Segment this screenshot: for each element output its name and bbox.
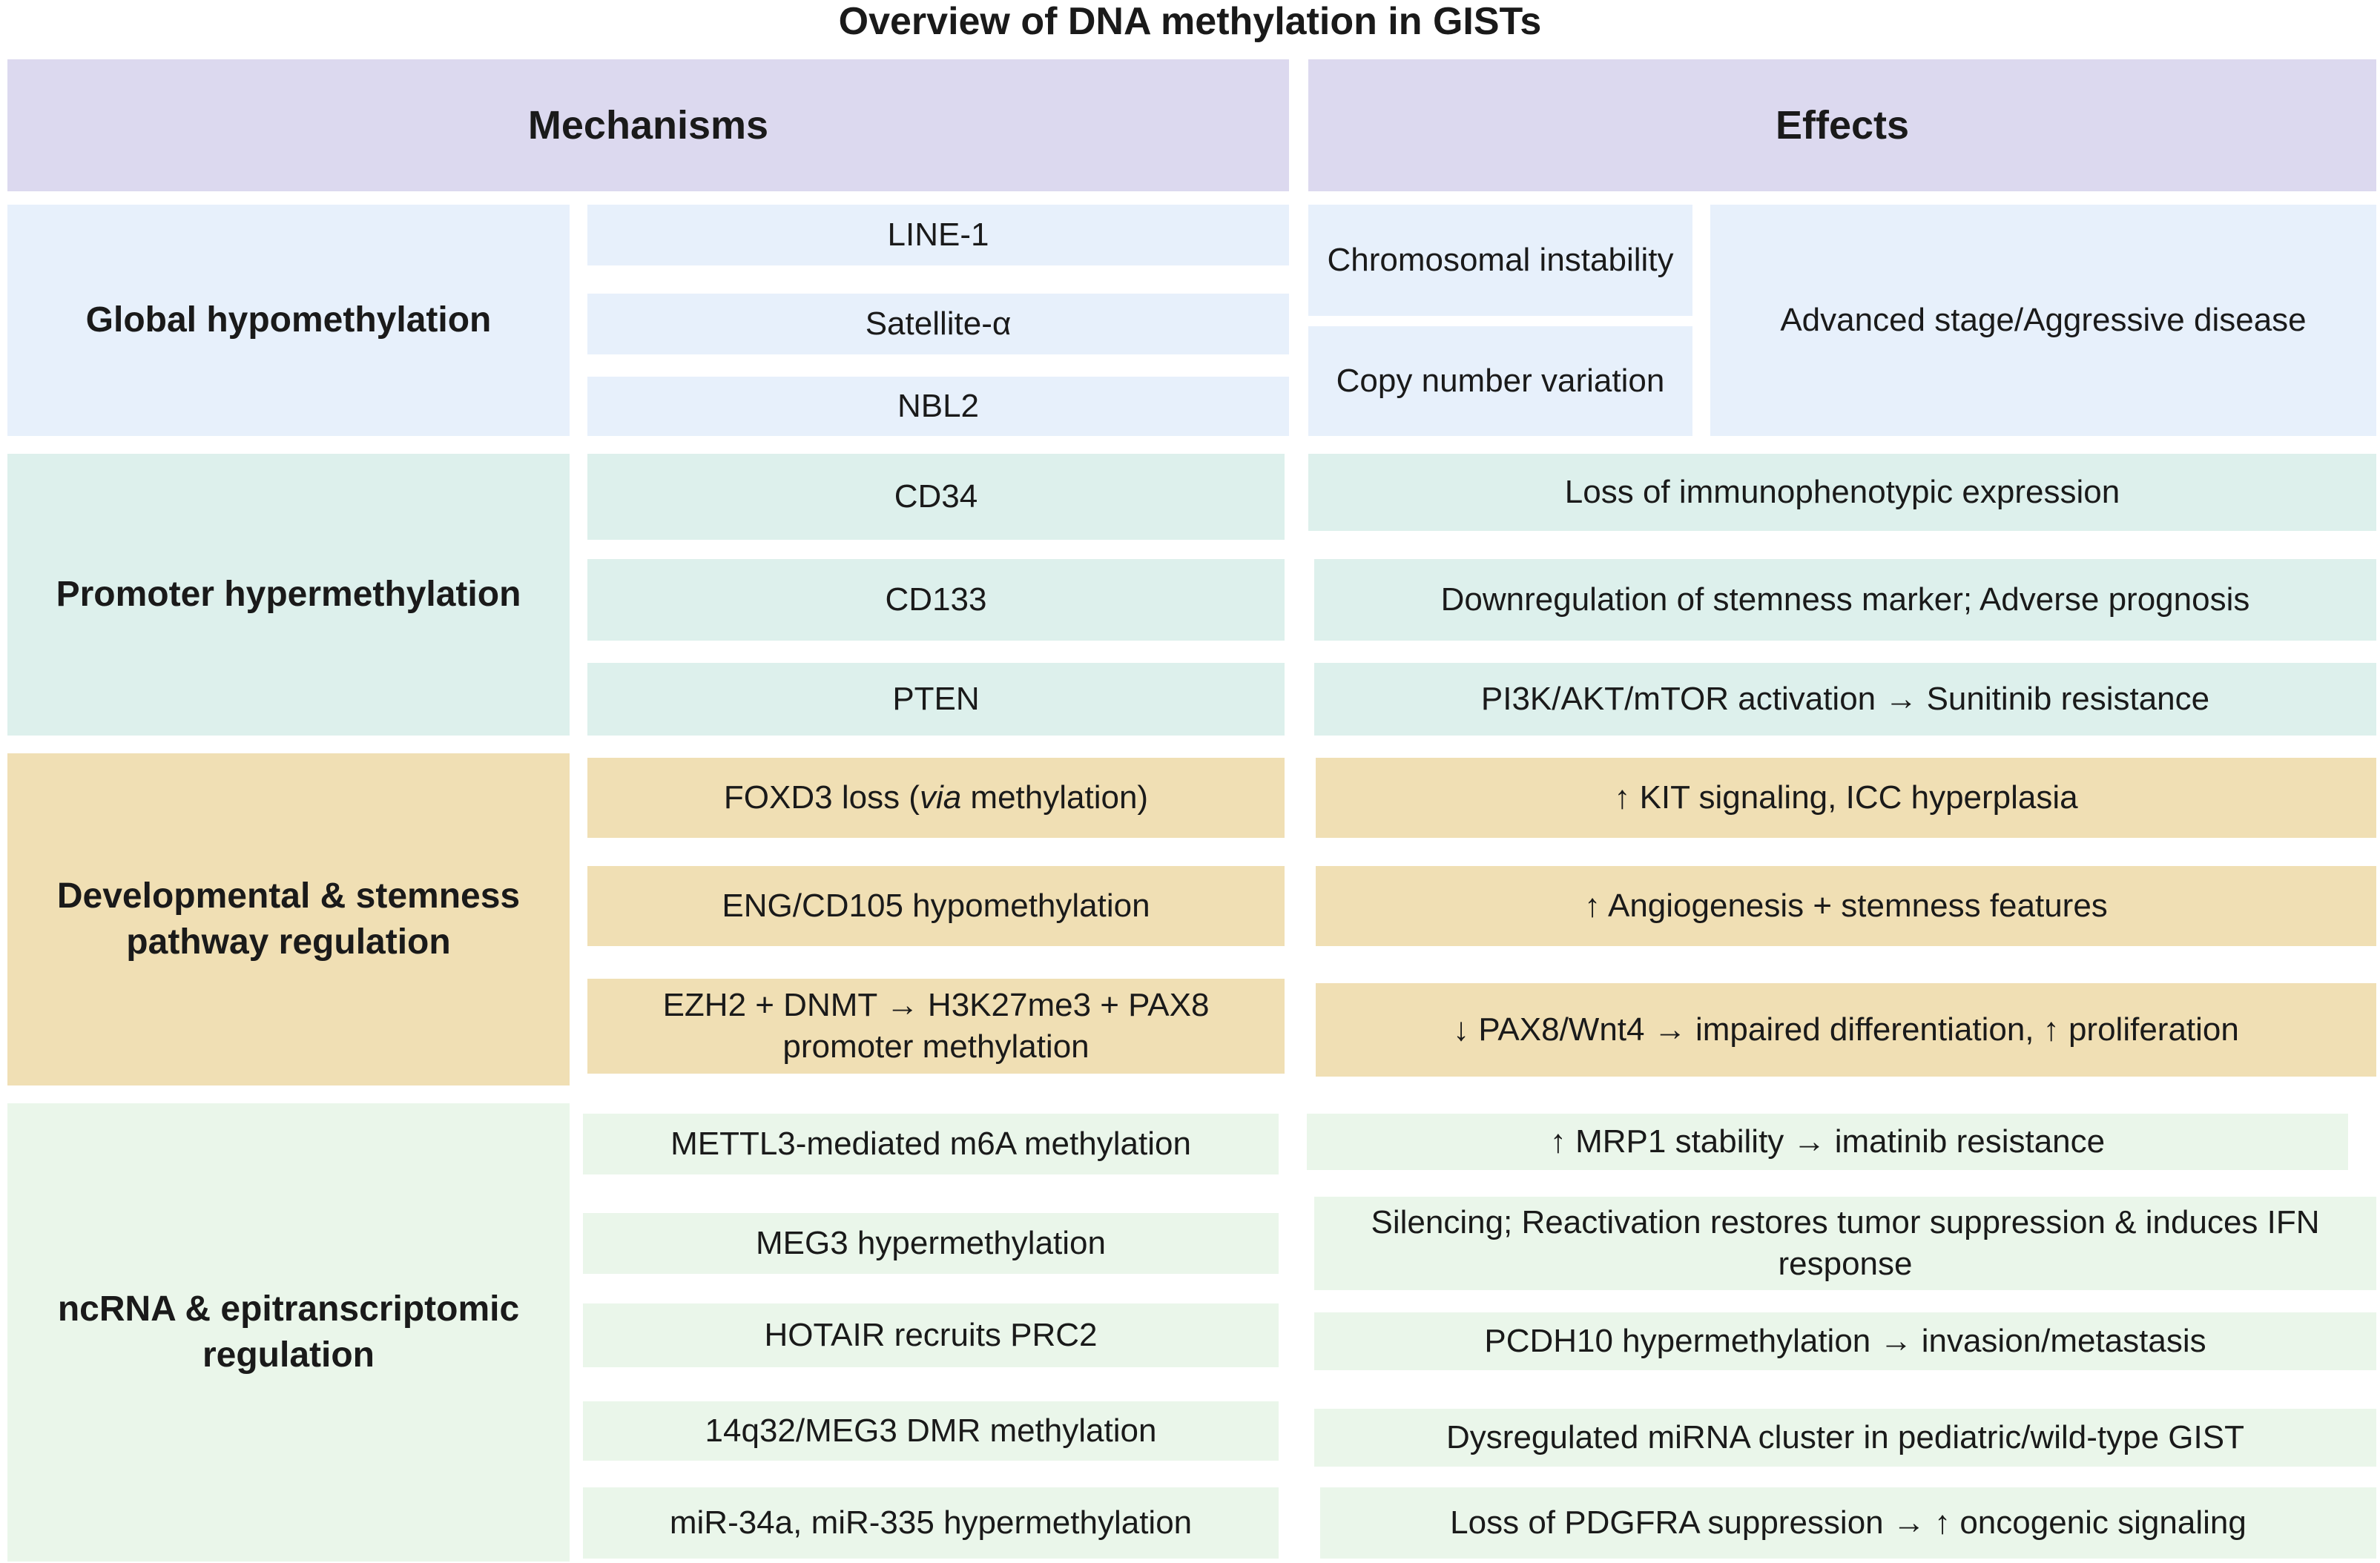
mechanism-cd34: CD34: [587, 454, 1285, 540]
category-global-hypomethylation: Global hypomethylation: [7, 205, 570, 436]
header-effects: Effects: [1308, 59, 2376, 191]
mechanism-mettl3: METTL3-mediated m6A methylation: [583, 1114, 1279, 1174]
category-ncrna-epitranscriptomic: ncRNA & epitranscriptomic regulation: [7, 1103, 570, 1562]
mechanism-mir34a-mir335: miR-34a, miR-335 hypermethylation: [583, 1487, 1279, 1559]
effect-chromosomal-instability: Chromosomal instability: [1308, 205, 1692, 316]
mechanism-foxd3-prefix: FOXD3 loss (: [723, 779, 920, 816]
effect-kit-signaling: ↑ KIT signaling, ICC hyperplasia: [1316, 758, 2376, 838]
effect-stemness-downregulation: Downregulation of stemness marker; Adver…: [1314, 559, 2376, 641]
category-developmental-stemness: Developmental & stemness pathway regulat…: [7, 753, 570, 1085]
mechanism-ezh2-dnmt: EZH2 + DNMT → H3K27me3 + PAX8 promoter m…: [587, 979, 1285, 1074]
mechanism-nbl2: NBL2: [587, 377, 1289, 436]
mechanism-pten: PTEN: [587, 663, 1285, 736]
category-promoter-hypermethylation: Promoter hypermethylation: [7, 454, 570, 736]
mechanism-14q32-meg3: 14q32/MEG3 DMR methylation: [583, 1401, 1279, 1461]
mechanism-hotair: HOTAIR recruits PRC2: [583, 1303, 1279, 1367]
effect-angiogenesis: ↑ Angiogenesis + stemness features: [1316, 866, 2376, 946]
effect-pcdh10: PCDH10 hypermethylation → invasion/metas…: [1314, 1312, 2376, 1370]
effect-pax8-wnt4: ↓ PAX8/Wnt4 → impaired differentiation, …: [1316, 983, 2376, 1077]
effect-loss-immunophenotypic: Loss of immunophenotypic expression: [1308, 454, 2376, 531]
header-mechanisms: Mechanisms: [7, 59, 1289, 191]
effect-mrp1-stability: ↑ MRP1 stability → imatinib resistance: [1307, 1114, 2348, 1170]
effect-mirna-cluster: Dysregulated miRNA cluster in pediatric/…: [1314, 1409, 2376, 1467]
mechanism-foxd3-suffix: methylation): [961, 779, 1149, 816]
diagram-title: Overview of DNA methylation in GISTs: [838, 0, 1542, 43]
mechanism-satellite-alpha: Satellite-α: [587, 294, 1289, 354]
effect-advanced-stage: Advanced stage/Aggressive disease: [1710, 205, 2376, 436]
effect-sunitinib-resistance: PI3K/AKT/mTOR activation → Sunitinib res…: [1314, 663, 2376, 736]
mechanism-foxd3-italic: via: [919, 779, 962, 816]
effect-copy-number-variation: Copy number variation: [1308, 326, 1692, 436]
mechanism-cd133: CD133: [587, 559, 1285, 641]
mechanism-eng-cd105: ENG/CD105 hypomethylation: [587, 866, 1285, 946]
mechanism-line-1: LINE-1: [587, 205, 1289, 265]
mechanism-foxd3-loss: FOXD3 loss (via methylation): [587, 758, 1285, 838]
effect-meg3-silencing: Silencing; Reactivation restores tumor s…: [1314, 1197, 2376, 1290]
mechanism-meg3: MEG3 hypermethylation: [583, 1213, 1279, 1274]
effect-pdgfra-suppression: Loss of PDGFRA suppression → ↑ oncogenic…: [1320, 1487, 2376, 1559]
